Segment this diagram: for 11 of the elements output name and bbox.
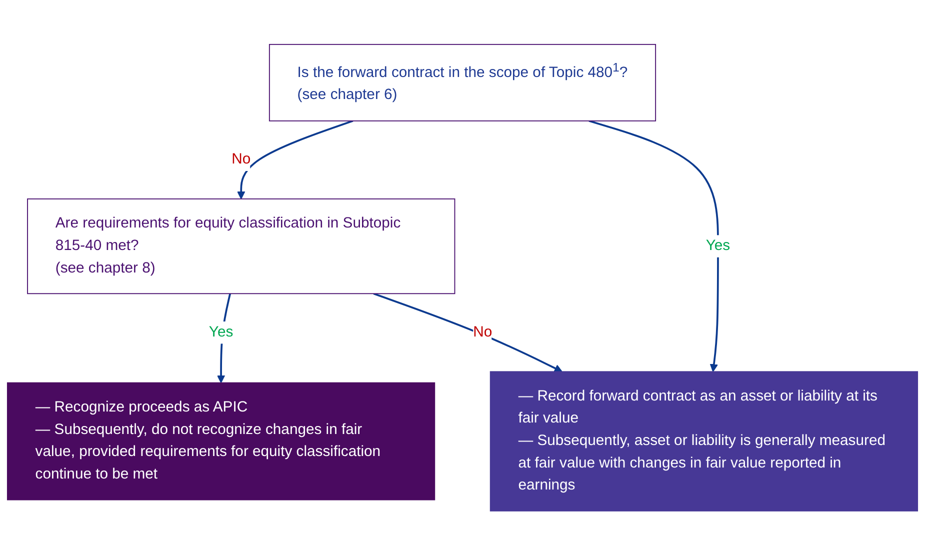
- node-box: — Recognize proceeds as APIC — Subsequently, do not recognize changes in fair value, provided requirements for equity classification continue to be met: [6, 382, 436, 501]
- node-box: — Record forward contract as an asset or liability at its fair value — Subsequently, asset or liability is generally measured at fair value with changes in fair value reported in earnings: [490, 371, 918, 512]
- edge-label: No: [473, 324, 492, 340]
- node-box: Are requirements for equity classification in Subtopic 815-40 met? (see chapter 8): [27, 198, 456, 294]
- node-box: Is the forward contract in the scope of Topic 480$^{1}$? (see chapter 6): [268, 44, 656, 122]
- arrow: [588, 120, 719, 372]
- arrow: [237, 120, 354, 200]
- edge-label: Yes: [706, 238, 730, 254]
- edge-label: No: [232, 152, 251, 168]
- edge-label: Yes: [208, 324, 234, 340]
- arrow: [373, 293, 562, 372]
